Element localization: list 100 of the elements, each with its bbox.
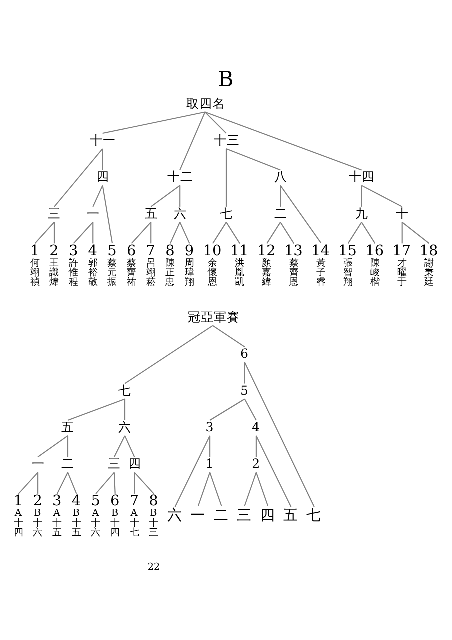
connector: [361, 186, 362, 207]
connector: [102, 112, 206, 134]
node-text: 1: [206, 456, 214, 472]
node-label: 余懷恩: [208, 258, 218, 288]
node-text: 14: [312, 243, 330, 260]
connector: [68, 398, 126, 421]
node-text: 十三: [214, 132, 240, 148]
node-label: 呂翊菘: [146, 258, 156, 288]
node-text: 取四名: [186, 96, 226, 111]
node-text: 3: [206, 420, 214, 435]
node-label: A十四: [14, 508, 24, 538]
connector: [210, 436, 211, 458]
node-text: 十: [396, 206, 410, 221]
node-text: 1: [14, 494, 24, 510]
node-label: 郭裕敬: [88, 258, 98, 288]
node-text: 5: [240, 382, 248, 398]
node-text: 7: [146, 243, 156, 260]
connector: [180, 222, 190, 244]
connector: [34, 222, 55, 244]
node-text: 6: [126, 243, 136, 260]
node-text: 6: [240, 346, 248, 362]
node-label: B十五: [72, 508, 82, 538]
node-text: 十四: [349, 169, 376, 184]
node-text: 9: [184, 243, 194, 260]
connector: [124, 325, 214, 384]
node-text: 六: [174, 206, 187, 221]
node-text: 一: [86, 206, 100, 221]
node-label: 蔡齊祐: [126, 258, 137, 288]
connector: [124, 399, 126, 420]
node-label: 陳峻楷: [370, 258, 380, 288]
node-label: 洪胤凱: [235, 258, 246, 288]
connector: [244, 398, 257, 421]
node-label: 何翊禎: [30, 258, 40, 288]
node-label: 許惟程: [68, 258, 79, 288]
connector: [102, 186, 113, 244]
connector: [280, 222, 295, 244]
node-text: 五: [62, 420, 75, 435]
connector: [124, 436, 136, 458]
node-text: 1: [30, 243, 40, 260]
node-text: 二: [274, 206, 288, 221]
node-text: 四: [260, 508, 274, 524]
connector: [204, 112, 227, 134]
connector: [54, 148, 104, 208]
node-label: 蔡元振: [108, 258, 118, 288]
node-text: 三: [48, 206, 62, 221]
node-text: 六: [168, 508, 182, 524]
connector: [256, 436, 257, 458]
node-text: 4: [88, 243, 98, 260]
connector: [114, 436, 126, 458]
node-label: 顏嘉緯: [262, 258, 272, 288]
node-label: B十三: [149, 508, 160, 538]
node-text: 2: [50, 243, 59, 260]
connector: [174, 436, 211, 508]
node-label: B十四: [110, 508, 121, 538]
connector: [244, 472, 257, 506]
connector: [226, 148, 281, 171]
connector: [348, 222, 362, 244]
node-text: 7: [130, 494, 140, 510]
node-text: 17: [392, 243, 412, 260]
node-text: 冠亞軍賽: [188, 309, 240, 324]
label: 22: [148, 562, 160, 573]
connector: [280, 185, 322, 244]
connector: [56, 472, 68, 494]
node-text: 四: [96, 169, 110, 184]
connector: [96, 472, 115, 494]
connector: [92, 185, 104, 208]
node-text: 七: [220, 206, 234, 221]
node-text: 五: [144, 206, 158, 221]
node-text: 七: [118, 382, 132, 398]
node-text: 4: [72, 494, 82, 510]
node-text: 18: [420, 243, 438, 260]
node-label: 王識煒: [50, 258, 60, 288]
node-text: 6: [110, 494, 120, 510]
connector: [226, 222, 240, 244]
connector: [180, 186, 181, 207]
connector: [150, 222, 152, 244]
node-text: 九: [355, 206, 368, 221]
connector: [114, 472, 116, 494]
node-text: 三: [237, 508, 252, 524]
connector: [212, 222, 227, 244]
connector: [256, 436, 292, 508]
connector: [67, 436, 69, 458]
node-text: 一: [190, 508, 205, 524]
connector: [210, 398, 246, 421]
node-text: 13: [284, 243, 303, 260]
node-text: 5: [108, 243, 117, 260]
connector: [92, 222, 94, 244]
node-text: 三: [108, 456, 122, 472]
node-label: 張智翔: [343, 258, 354, 288]
connector: [212, 325, 246, 348]
node-text: 4: [252, 420, 260, 435]
connector: [73, 222, 94, 244]
connector: [361, 222, 376, 244]
connector: [205, 112, 362, 171]
node-text: 12: [257, 243, 276, 260]
node-text: 十二: [168, 169, 194, 184]
connector: [244, 362, 246, 384]
node-text: 2: [252, 456, 260, 472]
node-text: 3: [68, 243, 78, 260]
node-text: 16: [366, 243, 384, 260]
